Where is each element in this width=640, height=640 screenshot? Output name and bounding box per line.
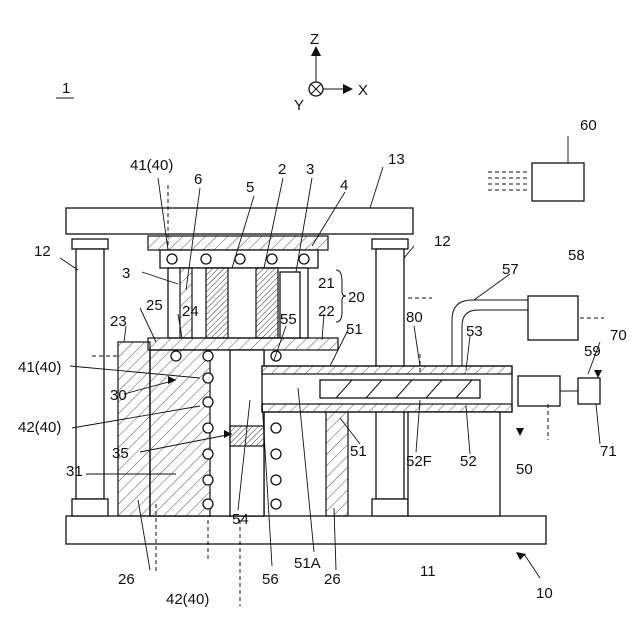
label-60: 60 xyxy=(580,117,597,134)
bracket-20 xyxy=(336,270,346,322)
label-52: 52 xyxy=(460,453,477,470)
heater-42-10 xyxy=(271,449,281,459)
wall-23-26 xyxy=(118,342,150,516)
tie-bar-left-cap-bottom xyxy=(72,499,108,516)
label-41-40-mid: 41(40) xyxy=(18,359,61,376)
label-41-40-top: 41(40) xyxy=(130,157,173,174)
label-71: 71 xyxy=(600,443,617,460)
heater-42-4 xyxy=(203,449,213,459)
label-6: 6 xyxy=(194,171,202,188)
heater-42-12 xyxy=(271,499,281,509)
label-80: 80 xyxy=(406,309,423,326)
heater-42-2 xyxy=(203,397,213,407)
label-4: 4 xyxy=(340,177,348,194)
axes-indicator: Z X Y xyxy=(294,31,368,114)
heater-41-c xyxy=(271,351,281,361)
heater-42-5 xyxy=(203,475,213,485)
support-26-right xyxy=(326,412,348,516)
label-21: 21 xyxy=(318,275,335,292)
label-10: 10 xyxy=(536,585,553,602)
heater-41-a xyxy=(203,351,213,361)
upper-mold-20 xyxy=(148,236,338,350)
hopper-58 xyxy=(528,296,578,340)
heater-42-11 xyxy=(271,475,281,485)
label-51A: 51A xyxy=(294,555,321,572)
label-13: 13 xyxy=(388,151,405,168)
heater-42-3 xyxy=(203,423,213,433)
label-42-40-bottom: 42(40) xyxy=(166,591,209,608)
controller-60 xyxy=(488,163,584,201)
cavity-insert-5 xyxy=(206,268,228,338)
heater-42-6 xyxy=(203,499,213,509)
x-axis-arrow xyxy=(343,84,353,94)
label-2: 2 xyxy=(278,161,286,178)
label-52F: 52F xyxy=(406,453,432,470)
label-58: 58 xyxy=(568,247,585,264)
parting-plate-24 xyxy=(148,338,338,350)
heater-42-9 xyxy=(271,423,281,433)
tie-bar-left xyxy=(76,249,104,499)
label-5: 5 xyxy=(246,179,254,196)
drive-59 xyxy=(518,376,560,406)
base-plate-11 xyxy=(66,516,546,544)
label-12-right: 12 xyxy=(434,233,451,250)
label-51-top: 51 xyxy=(346,321,363,338)
label-53: 53 xyxy=(466,323,483,340)
cavity-4 xyxy=(280,272,300,338)
label-22: 22 xyxy=(318,303,335,320)
label-50: 50 xyxy=(516,461,533,478)
heater-upper-3 xyxy=(235,254,245,264)
injection-unit-50 xyxy=(262,296,600,516)
label-3-left: 3 xyxy=(122,265,130,282)
figure-number: 1 xyxy=(62,80,70,97)
label-57: 57 xyxy=(502,261,519,278)
axis-label-z: Z xyxy=(310,31,319,48)
motor-71 xyxy=(578,378,600,404)
label-26-left: 26 xyxy=(118,571,135,588)
arrow-70 xyxy=(594,370,602,378)
arrow-10 xyxy=(516,552,526,560)
axis-label-x: X xyxy=(358,82,368,99)
label-35: 35 xyxy=(112,445,129,462)
label-70: 70 xyxy=(610,327,627,344)
label-11: 11 xyxy=(420,563,436,580)
tie-bar-left-cap-top xyxy=(72,239,108,249)
heater-upper-4 xyxy=(267,254,277,264)
top-plate-13 xyxy=(66,208,413,234)
heater-upper-2 xyxy=(201,254,211,264)
label-25: 25 xyxy=(146,297,163,314)
label-56: 56 xyxy=(262,571,279,588)
arrow-50 xyxy=(516,428,524,436)
heater-42-1 xyxy=(203,373,213,383)
label-20: 20 xyxy=(348,289,365,306)
tie-bar-right-cap-bottom xyxy=(372,499,408,516)
cavity-insert-2 xyxy=(256,268,278,338)
label-54: 54 xyxy=(232,511,249,528)
label-31: 31 xyxy=(66,463,83,480)
barrel-heater-top xyxy=(262,366,512,374)
label-26-right: 26 xyxy=(324,571,341,588)
heater-41-b xyxy=(171,351,181,361)
heater-upper-5 xyxy=(299,254,309,264)
label-23: 23 xyxy=(110,313,127,330)
label-51-bottom: 51 xyxy=(350,443,367,460)
label-30: 30 xyxy=(110,387,127,404)
label-59: 59 xyxy=(584,343,601,360)
axis-label-y: Y xyxy=(294,97,304,114)
label-42-40-mid: 42(40) xyxy=(18,419,61,436)
mold-block-31 xyxy=(150,350,210,516)
heater-upper-1 xyxy=(167,254,177,264)
label-24: 24 xyxy=(182,303,199,320)
label-55: 55 xyxy=(280,311,297,328)
controller-box xyxy=(532,163,584,201)
label-3-top: 3 xyxy=(306,161,314,178)
tie-bar-right-cap-top xyxy=(372,239,408,249)
label-12-left: 12 xyxy=(34,243,51,260)
